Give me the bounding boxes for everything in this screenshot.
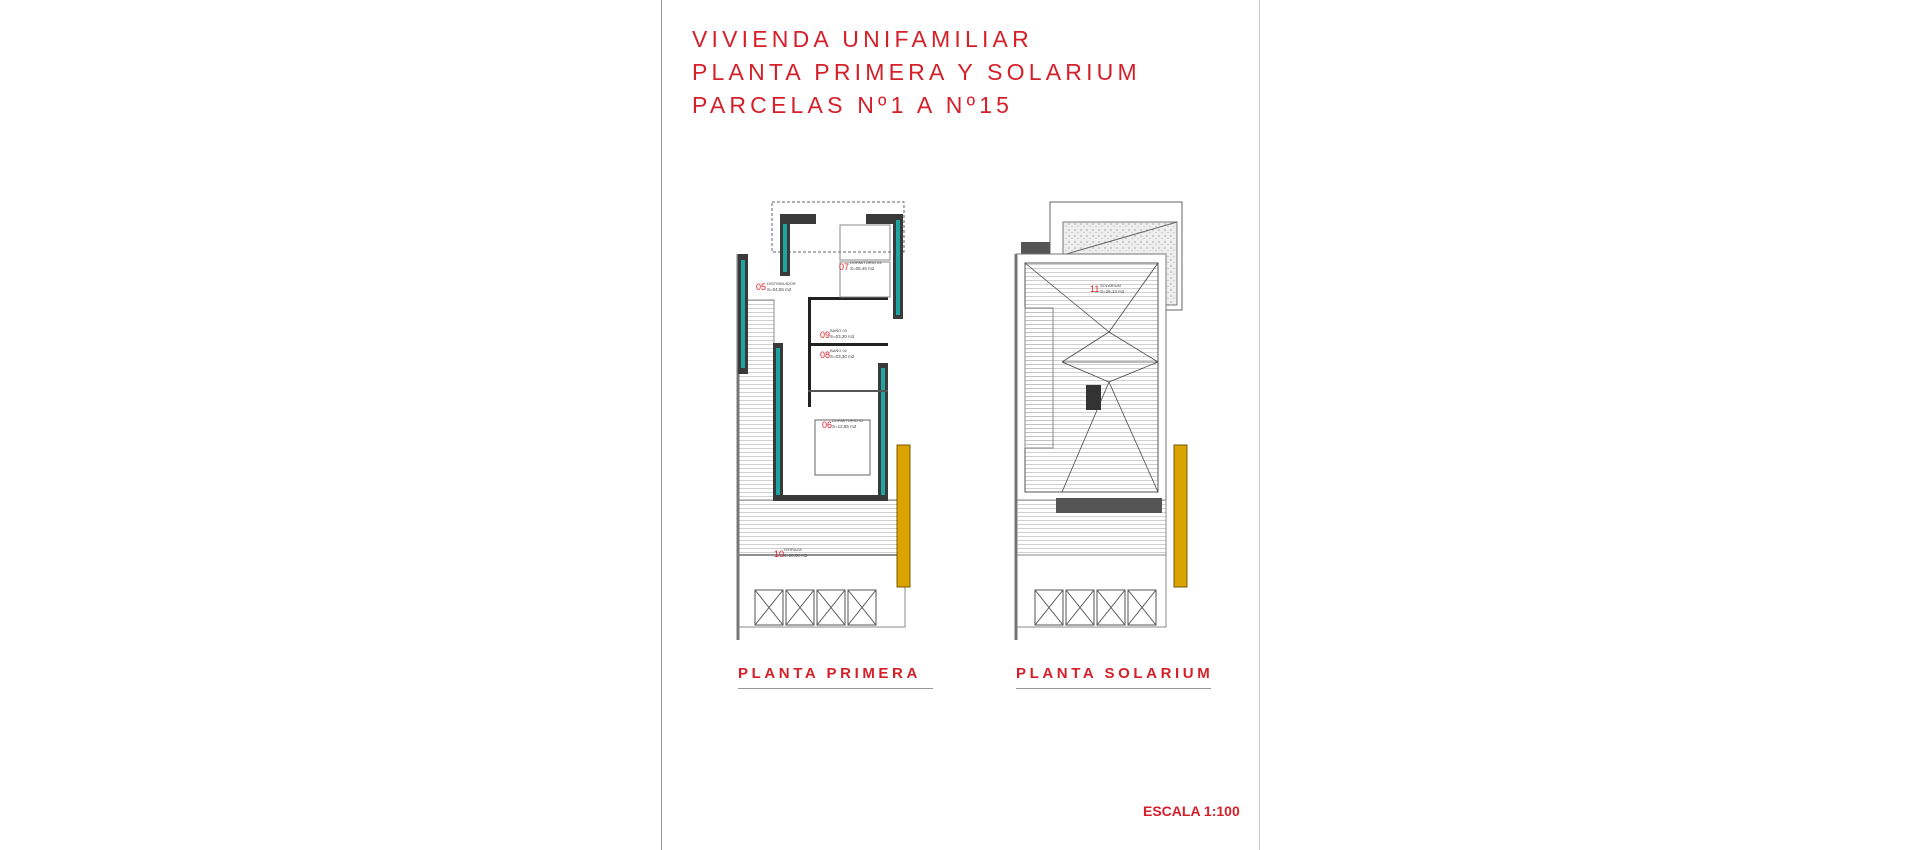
svg-text:S=26,13 m2: S=26,13 m2 xyxy=(1100,289,1125,294)
sheet-left-border xyxy=(661,0,662,850)
parking-boxes xyxy=(1034,589,1157,626)
parking-boxes xyxy=(754,589,877,626)
svg-text:SOLARIUM: SOLARIUM xyxy=(1100,283,1121,288)
svg-text:07: 07 xyxy=(839,262,849,272)
room-label-10: 10 TERRAZA S=10,00 m2 xyxy=(774,547,808,559)
svg-text:S=12,85 m2: S=12,85 m2 xyxy=(832,424,857,429)
svg-text:06: 06 xyxy=(822,420,832,430)
svg-text:BAÑO 03: BAÑO 03 xyxy=(830,328,848,333)
svg-text:TERRAZA: TERRAZA xyxy=(783,547,802,552)
svg-text:DORMITORIO 02: DORMITORIO 02 xyxy=(832,418,864,423)
room-label-06: 06 DORMITORIO 02 S=12,85 m2 xyxy=(822,418,864,430)
svg-text:DORMITORIO 03: DORMITORIO 03 xyxy=(850,260,882,265)
svg-text:S=04,55 m2: S=04,55 m2 xyxy=(767,287,792,292)
bed xyxy=(814,419,871,476)
plan-label-planta-primera: PLANTA PRIMERA xyxy=(738,665,933,689)
sheet-right-border xyxy=(1259,0,1260,850)
scale-label: ESCALA 1:100 xyxy=(1143,803,1240,819)
room-label-08: 08 BAÑO 02 S=03,30 m2 xyxy=(820,348,855,360)
svg-text:05: 05 xyxy=(756,282,766,292)
svg-text:S=10,00 m2: S=10,00 m2 xyxy=(783,553,808,558)
plan-planta-primera: 05 DISTRIBUIDOR S=04,55 m2 07 DORMITORIO… xyxy=(736,201,911,640)
title-line-3: PARCELAS Nº1 A Nº15 xyxy=(692,92,1014,118)
room-label-11: 11 SOLARIUM S=26,13 m2 xyxy=(1090,283,1125,294)
svg-text:S=03,30 m2: S=03,30 m2 xyxy=(830,354,855,359)
title-line-2: PLANTA PRIMERA Y SOLARIUM xyxy=(692,59,1141,85)
yellow-wall xyxy=(896,444,911,588)
svg-text:S=03,20 m2: S=03,20 m2 xyxy=(830,334,855,339)
svg-text:BAÑO 02: BAÑO 02 xyxy=(830,348,848,353)
room-label-07: 07 DORMITORIO 03 S=08,45 m2 xyxy=(839,260,882,272)
plan-label-planta-solarium: PLANTA SOLARIUM xyxy=(1016,665,1211,689)
svg-text:10: 10 xyxy=(774,549,784,559)
yellow-wall xyxy=(1173,444,1188,588)
svg-text:11: 11 xyxy=(1090,284,1099,294)
title-line-1: VIVIENDA UNIFAMILIAR xyxy=(692,26,1033,52)
walls xyxy=(738,214,903,501)
room-label-05: 05 DISTRIBUIDOR S=04,55 m2 xyxy=(756,281,796,292)
svg-text:S=08,45 m2: S=08,45 m2 xyxy=(850,266,875,271)
svg-text:08: 08 xyxy=(820,350,830,360)
svg-text:DISTRIBUIDOR: DISTRIBUIDOR xyxy=(767,281,796,286)
roof-slopes xyxy=(1024,262,1159,493)
room-label-09: 09 BAÑO 03 S=03,20 m2 xyxy=(820,328,855,340)
svg-text:09: 09 xyxy=(820,330,830,340)
plan-planta-solarium: 11 SOLARIUM S=26,13 m2 xyxy=(1014,201,1188,640)
